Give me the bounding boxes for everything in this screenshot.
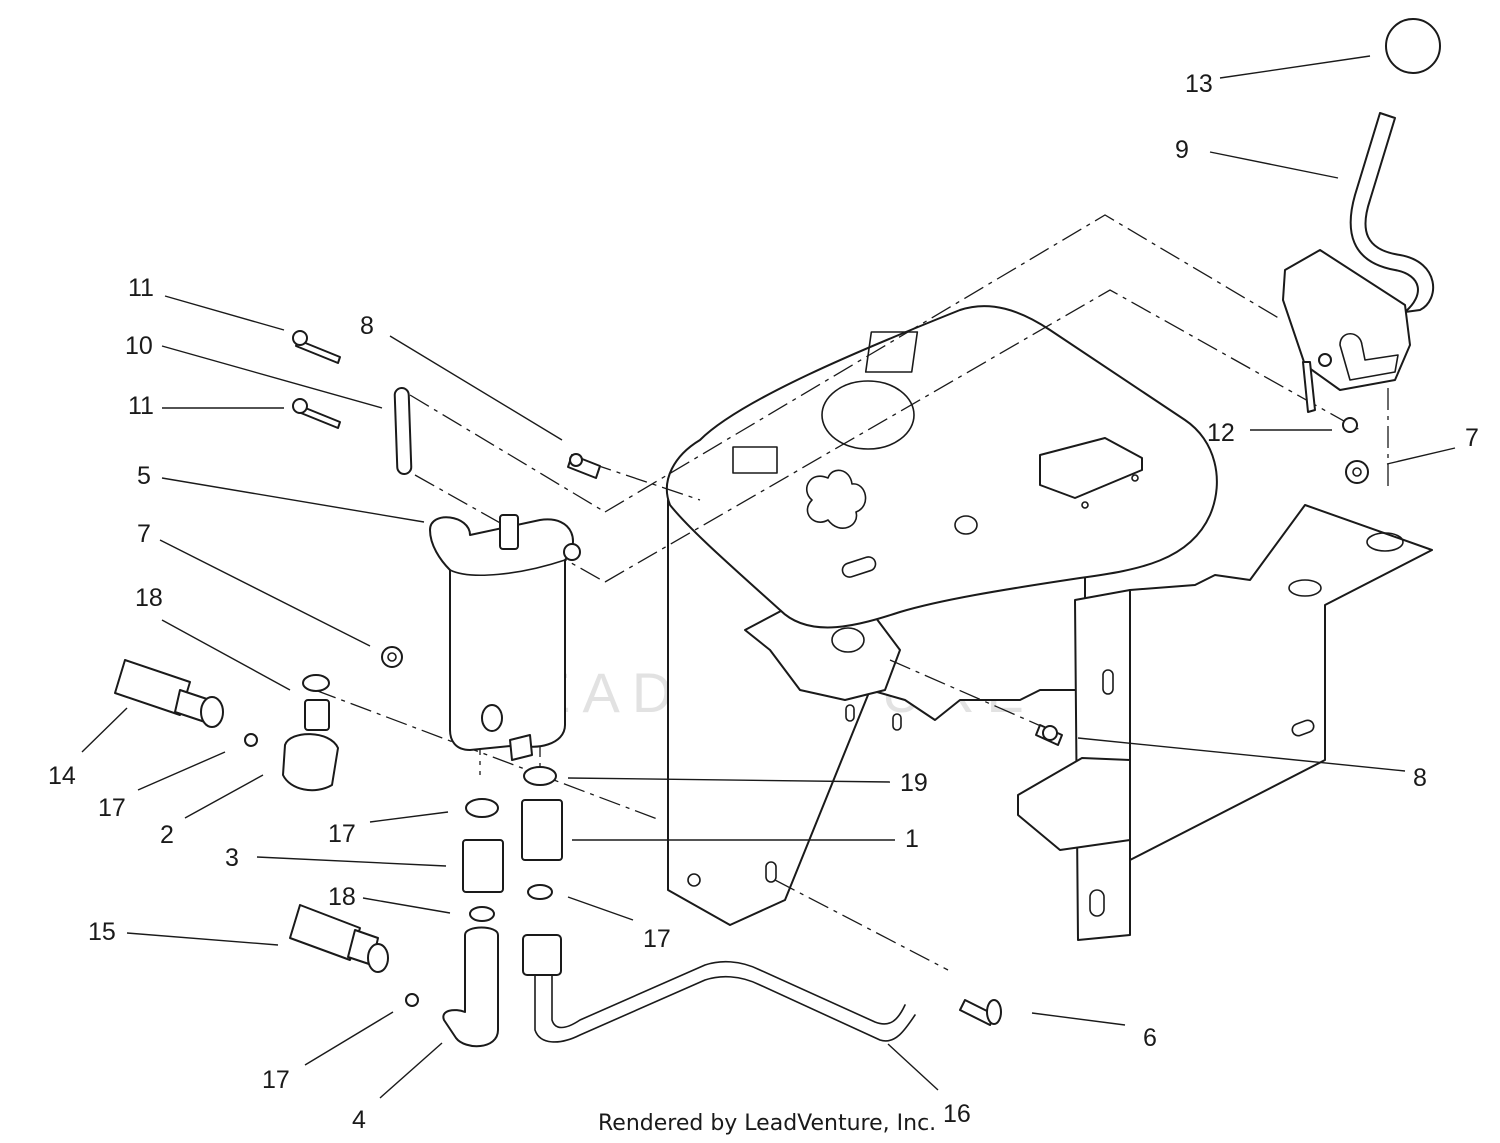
assembly-lines bbox=[314, 214, 1389, 971]
callout-2: 2 bbox=[160, 821, 174, 849]
reservoir bbox=[429, 514, 581, 761]
callout-18: 18 bbox=[135, 584, 163, 612]
callout-8: 8 bbox=[360, 312, 374, 340]
console-panel bbox=[665, 305, 1218, 629]
knob bbox=[1385, 18, 1441, 74]
callout-17: 17 bbox=[643, 925, 671, 953]
hydraulic-tube bbox=[534, 960, 916, 1043]
callout-15: 15 bbox=[88, 918, 116, 946]
callout-13: 13 bbox=[1185, 70, 1213, 98]
frame-bracket bbox=[667, 499, 1433, 941]
callout-11: 11 bbox=[128, 274, 154, 302]
callout-17: 17 bbox=[262, 1066, 290, 1094]
callouts: 13 9 11 10 11 8 5 7 18 14 17 2 17 3 18 1… bbox=[48, 70, 1479, 1134]
callout-1: 1 bbox=[905, 825, 919, 853]
callout-11: 11 bbox=[128, 392, 154, 420]
callout-16: 16 bbox=[943, 1100, 971, 1128]
callout-18: 18 bbox=[328, 883, 356, 911]
callout-12: 12 bbox=[1207, 419, 1235, 447]
callout-7: 7 bbox=[137, 520, 151, 548]
hardware bbox=[292, 330, 1369, 1026]
callout-10: 10 bbox=[125, 332, 153, 360]
callout-3: 3 bbox=[225, 844, 239, 872]
callout-17: 17 bbox=[328, 820, 356, 848]
render-credit: Rendered by LeadVenture, Inc. bbox=[598, 1111, 936, 1136]
callout-4: 4 bbox=[352, 1106, 366, 1134]
callout-8: 8 bbox=[1413, 764, 1427, 792]
callout-5: 5 bbox=[137, 462, 151, 490]
callout-7: 7 bbox=[1465, 424, 1479, 452]
callout-6: 6 bbox=[1143, 1024, 1157, 1052]
callout-17: 17 bbox=[98, 794, 126, 822]
callout-14: 14 bbox=[48, 762, 76, 790]
callout-9: 9 bbox=[1175, 136, 1189, 164]
shift-lever-assembly bbox=[1282, 18, 1441, 413]
leader-lines bbox=[81, 55, 1456, 1099]
callout-19: 19 bbox=[900, 769, 928, 797]
fittings bbox=[114, 659, 563, 1048]
